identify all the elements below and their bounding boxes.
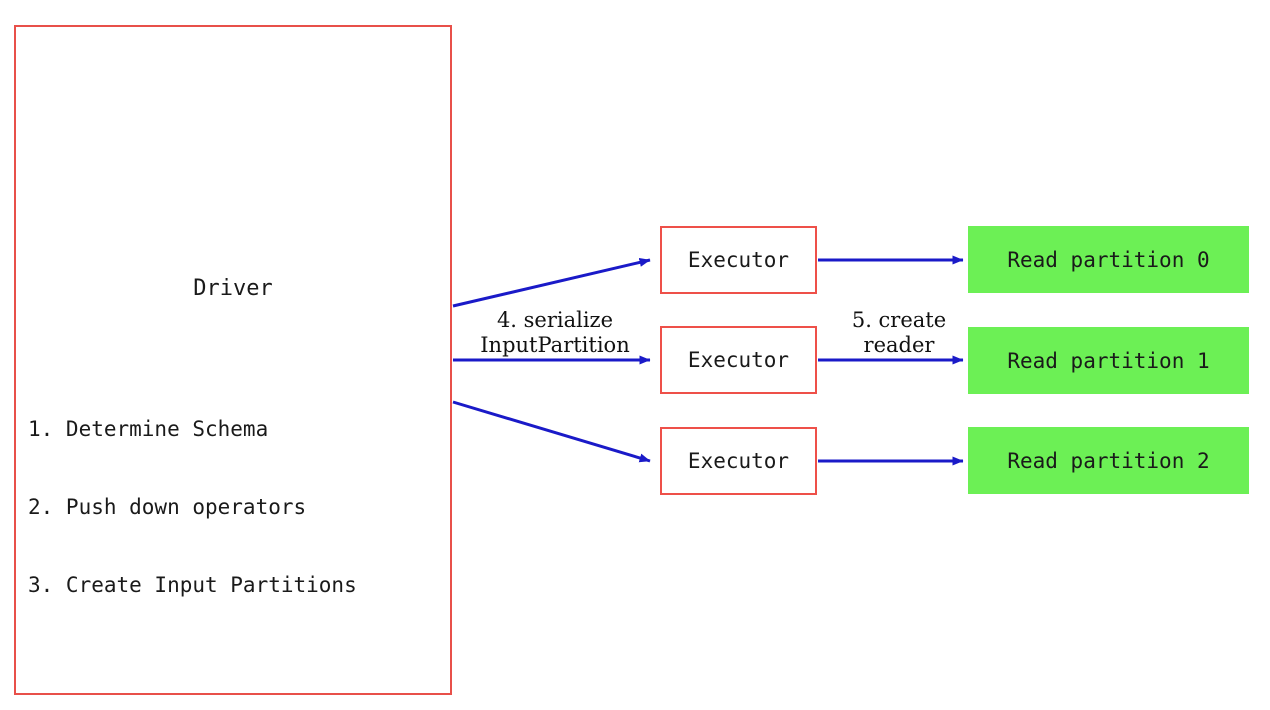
executor-box-1: Executor xyxy=(660,226,817,294)
driver-step-1: 1. Determine Schema xyxy=(28,417,269,441)
edge-label-create-reader: 5. create reader xyxy=(851,308,947,357)
arrow-driver-to-executor-3 xyxy=(452,400,651,463)
executor-label-3: Executor xyxy=(687,449,790,473)
partition-box-0: Read partition 0 xyxy=(968,226,1249,293)
executor-box-3: Executor xyxy=(660,427,817,495)
driver-title: Driver xyxy=(193,276,273,301)
partition-label-2: Read partition 2 xyxy=(1007,448,1210,473)
executor-label-2: Executor xyxy=(687,348,790,372)
driver-steps-list: 1. Determine Schema 2. Push down operato… xyxy=(28,364,357,650)
driver-box xyxy=(14,25,452,695)
edge-label-serialize-input-partition: 4. serialize InputPartition xyxy=(480,308,630,357)
executor-label-1: Executor xyxy=(687,248,790,272)
partition-box-2: Read partition 2 xyxy=(968,427,1249,494)
partition-label-1: Read partition 1 xyxy=(1007,348,1210,373)
executor-box-2: Executor xyxy=(660,326,817,394)
driver-step-3: 3. Create Input Partitions xyxy=(28,573,357,597)
partition-label-0: Read partition 0 xyxy=(1007,247,1210,272)
driver-step-2: 2. Push down operators xyxy=(28,495,307,519)
arrow-driver-to-executor-1 xyxy=(452,258,651,308)
partition-box-1: Read partition 1 xyxy=(968,327,1249,394)
